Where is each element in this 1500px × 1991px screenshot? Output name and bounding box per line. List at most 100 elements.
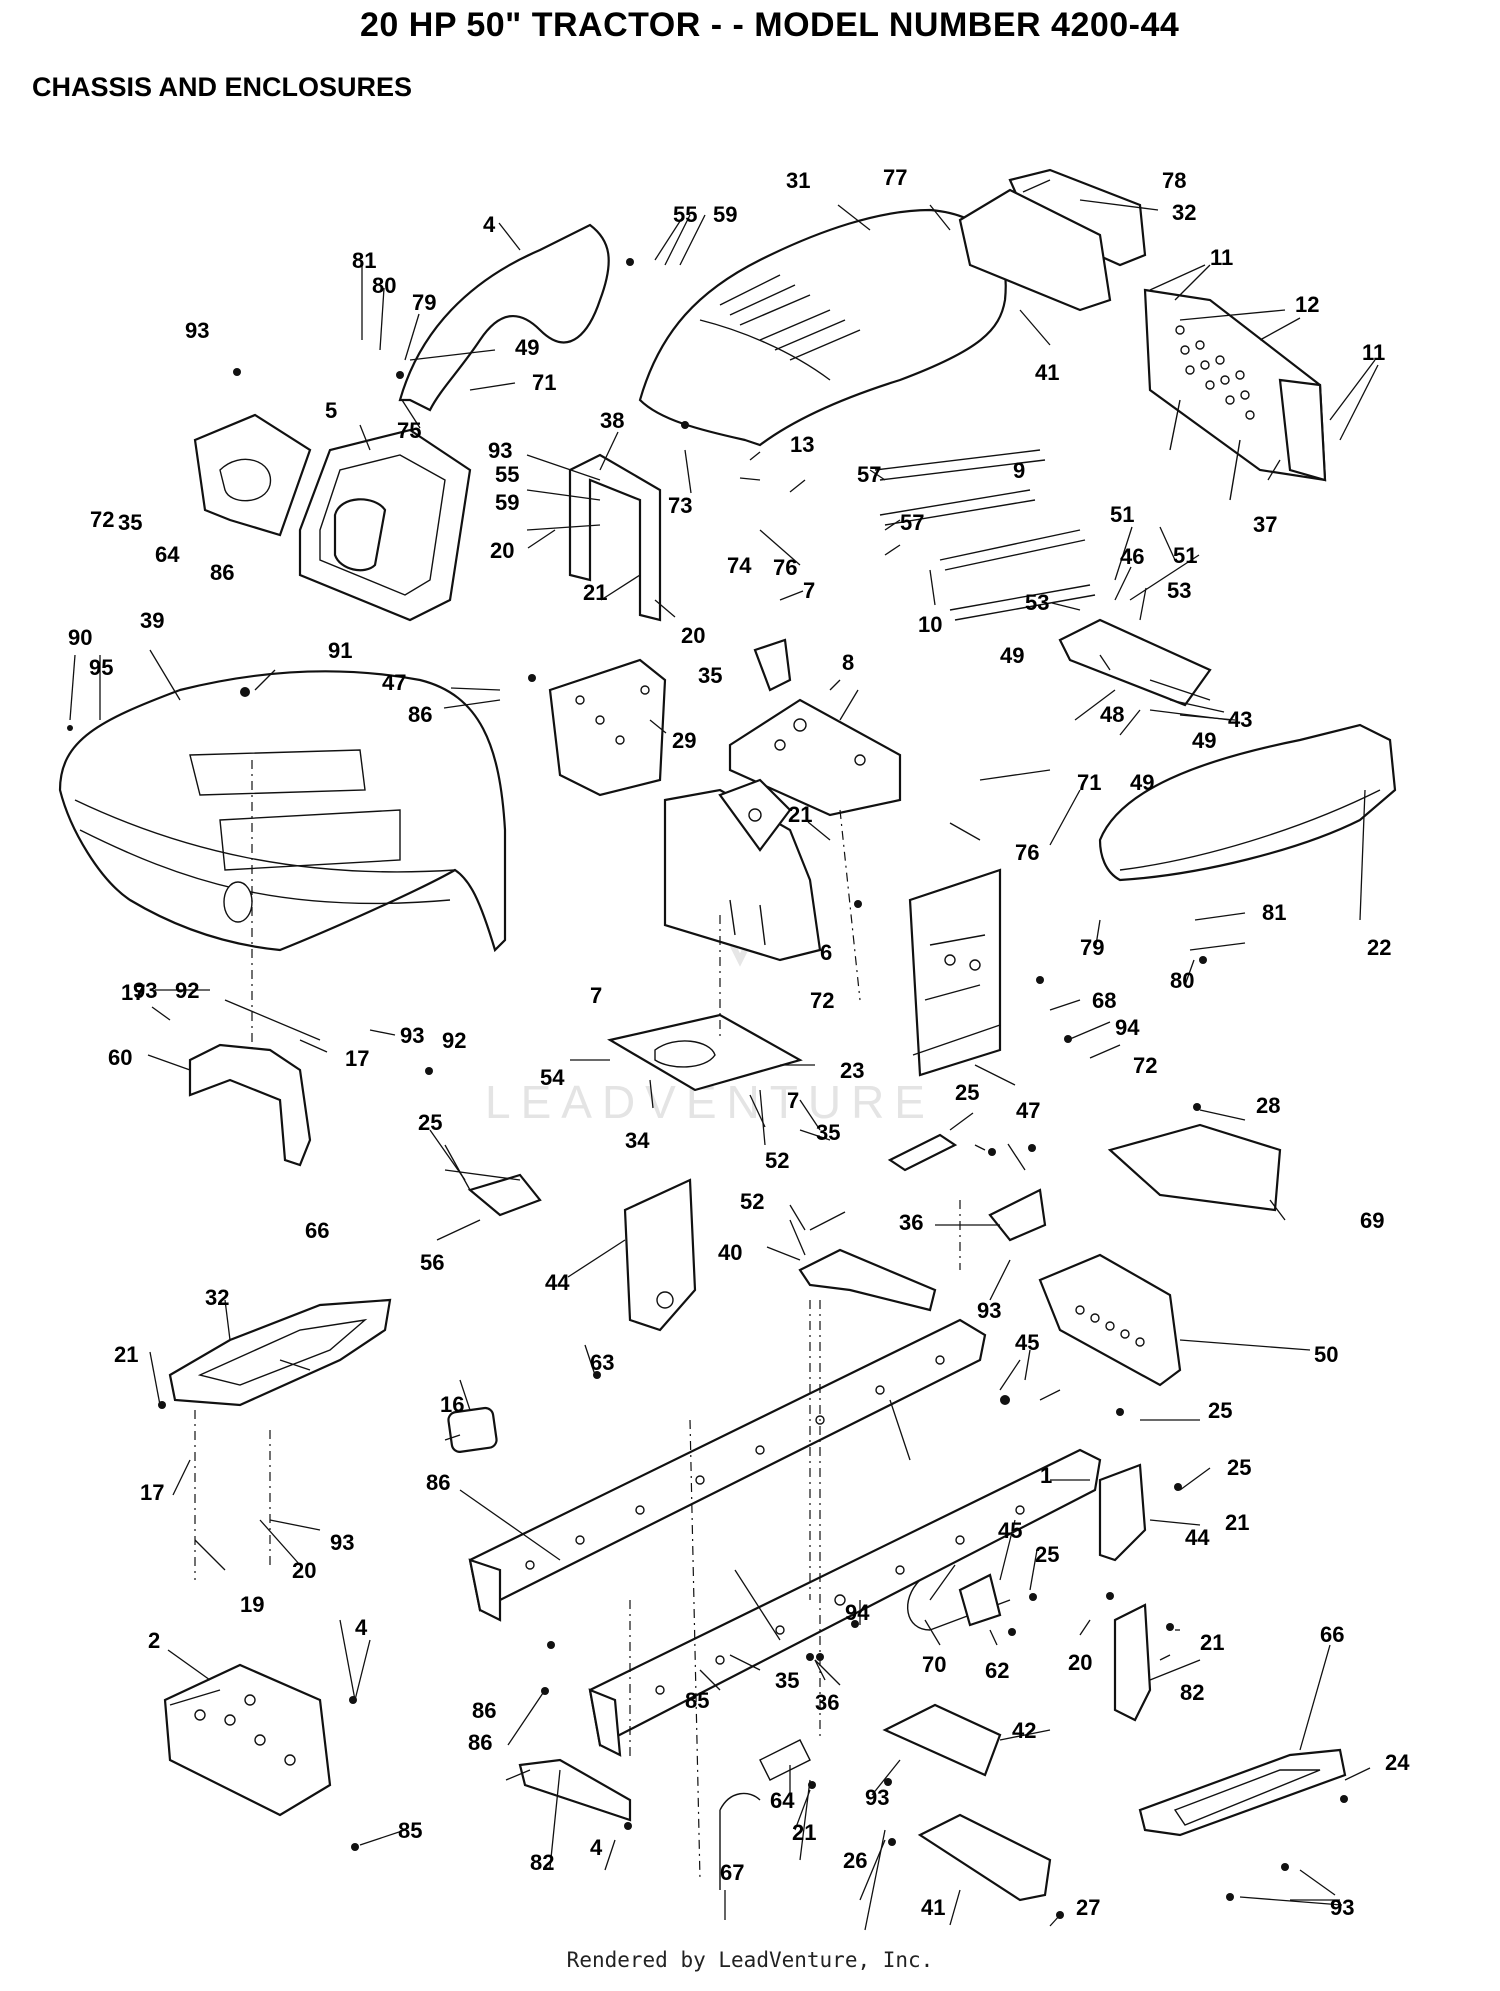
- callout-4b: 4: [590, 1835, 603, 1860]
- part-85-bracket: [518, 1758, 632, 1822]
- callout-103: 93: [488, 438, 512, 463]
- callout-7c: 7: [787, 1088, 799, 1113]
- callout-16: 16: [440, 1392, 464, 1417]
- parts-9-10-links: [874, 449, 1096, 621]
- callout-75: 74: [727, 553, 752, 578]
- callout-30: 34: [625, 1128, 650, 1153]
- callout-73: 72: [1133, 1053, 1157, 1078]
- callout-34: 40: [718, 1240, 742, 1265]
- callout-26: 28: [1256, 1093, 1280, 1118]
- callout-25b: 25: [418, 1110, 442, 1135]
- callout-40: 42: [1012, 1718, 1036, 1743]
- callout-10: 10: [918, 612, 942, 637]
- callout-59a: 59: [713, 202, 737, 227]
- callout-63: 64: [770, 1788, 795, 1813]
- callout-28: 32: [205, 1285, 229, 1310]
- page-title: 20 HP 50" TRACTOR - - MODEL NUMBER 4200-…: [360, 6, 1180, 44]
- part-29-bracket: [568, 453, 662, 622]
- callout-94a: 93: [977, 1298, 1001, 1323]
- callout-17a: 17: [121, 980, 145, 1005]
- callout-25g: 27: [1076, 1895, 1100, 1920]
- callout-21e: 21: [1200, 1630, 1224, 1655]
- callout-74: 73: [668, 493, 692, 518]
- callout-64: 64: [155, 542, 180, 567]
- callout-86b: 85: [685, 1688, 709, 1713]
- callout-31: 35: [698, 663, 722, 688]
- callout-59b: 59: [495, 490, 519, 515]
- callout-2: 2: [148, 1628, 160, 1653]
- part-92-dash-cover: [193, 413, 312, 537]
- callout-43: 44: [545, 1270, 570, 1295]
- alignment-lines: [194, 760, 961, 1881]
- part-38-nose: [958, 188, 1112, 312]
- callout-47a: 47: [382, 670, 406, 695]
- part-41-bracket: [1058, 618, 1212, 707]
- callout-29: 38: [600, 408, 624, 433]
- part-8-plate: [728, 698, 902, 817]
- part-34-bracket: [798, 1248, 937, 1312]
- callout-39: 41: [921, 1895, 945, 1920]
- section-title: CHASSIS AND ENCLOSURES: [32, 72, 413, 102]
- part-30-plate: [607, 1013, 803, 1092]
- callout-67: 67: [720, 1860, 744, 1885]
- part-5-dash-console: [298, 428, 472, 622]
- callout-55b: 55: [495, 462, 519, 487]
- part-1-frame-rail-right: [588, 1448, 1102, 1757]
- console-inner: [319, 454, 446, 596]
- callout-72b: 72: [90, 507, 114, 532]
- part-44-bracket: [1098, 1463, 1147, 1562]
- part-37-fender: [58, 670, 507, 953]
- callout-37: 39: [140, 608, 164, 633]
- part-39-bracket: [917, 1813, 1052, 1902]
- callout-11b: 11: [1362, 340, 1385, 365]
- callout-9: 9: [1013, 458, 1025, 483]
- callout-69: 69: [1360, 1208, 1384, 1233]
- callout-93b: 91: [328, 638, 352, 663]
- part-91-frame-rail-left: [468, 1318, 987, 1622]
- part-16-grommet: [447, 1406, 498, 1453]
- callout-50: 50: [1314, 1342, 1338, 1367]
- callout-120: 95: [89, 655, 113, 680]
- callout-92: 86: [210, 560, 234, 585]
- part-69-plate: [1107, 1123, 1282, 1212]
- leader-lines: [69, 179, 1379, 1931]
- callout-19: 19: [240, 1592, 264, 1617]
- callout-47b: 47: [1016, 1098, 1040, 1123]
- part-18-grille-frame: [1143, 288, 1327, 501]
- callout-49a: 49: [515, 335, 539, 360]
- part-2-bracket: [163, 1663, 332, 1817]
- callout-52a: 52: [765, 1148, 789, 1173]
- callout-79b: 76: [1015, 840, 1039, 865]
- callout-44: 44: [1185, 1525, 1210, 1550]
- callout-42: 45: [1015, 1330, 1039, 1355]
- callout-25c: 25: [1208, 1398, 1232, 1423]
- callout-35: 35: [775, 1668, 799, 1693]
- callout-93c: 92: [442, 1028, 466, 1053]
- callout-79a: 75: [397, 418, 421, 443]
- part-31-bracket: [753, 638, 792, 692]
- callout-18: 37: [1253, 512, 1277, 537]
- callout-21a: 21: [583, 580, 607, 605]
- callout-52b: 52: [740, 1189, 764, 1214]
- callout-21d: 21: [1225, 1510, 1249, 1535]
- callout-53a: 53: [1025, 590, 1049, 615]
- callout-48: 48: [1100, 702, 1124, 727]
- callout-labels: 4 31 77 78 32 11 12 11 37 41 55 59 81 80…: [68, 165, 1410, 1920]
- callout-93f: 92: [175, 978, 199, 1003]
- part-58-rear-bracket: [188, 1043, 312, 1167]
- part-43-plate: [623, 1178, 697, 1332]
- callout-12: 12: [1295, 292, 1319, 317]
- callout-107: 94: [1115, 1015, 1140, 1040]
- callout-93d: 93: [330, 1530, 354, 1555]
- part-56-bracket: [467, 1173, 542, 1217]
- part-84-pedal-bracket: [1113, 1603, 1152, 1722]
- callout-13: 13: [790, 432, 814, 457]
- callout-46: 46: [1120, 544, 1144, 569]
- callout-56: 56: [420, 1250, 444, 1275]
- part-32-bracket: [887, 1133, 958, 1172]
- callout-32: 35: [816, 1120, 840, 1145]
- part-22-front-bumper: [1098, 723, 1397, 882]
- callout-71b: 71: [1077, 770, 1101, 795]
- part-28-footrest: [168, 1298, 392, 1407]
- callout-81b: 80: [1170, 968, 1194, 993]
